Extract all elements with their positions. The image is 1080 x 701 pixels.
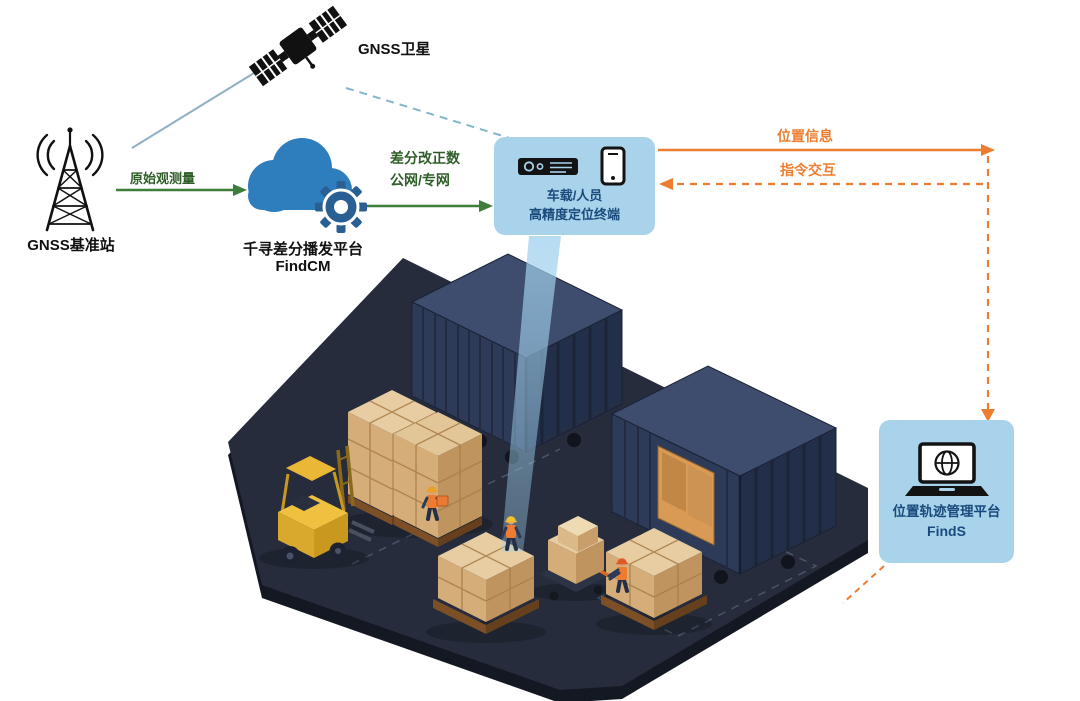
base-station-label: GNSS基准站 <box>27 237 115 254</box>
worker-1 <box>421 486 449 521</box>
satellite-label: GNSS卫星 <box>358 41 431 58</box>
worker-3 <box>607 558 629 593</box>
gear-icon <box>315 181 367 233</box>
cloud-platform-name: 千寻差分播发平台 <box>242 241 363 258</box>
pallet-right <box>601 528 707 630</box>
platform-top <box>228 258 868 690</box>
connector-command <box>659 178 983 190</box>
smartphone-icon <box>600 146 625 186</box>
management-platform-name: 位置轨迹管理平台 <box>892 503 1001 519</box>
correction-label-line1: 差分改正数 <box>390 150 460 166</box>
forklift <box>278 445 375 566</box>
satellite-icon <box>248 5 348 87</box>
link-satellite-base <box>131 61 273 149</box>
laptop-globe-icon <box>904 442 989 496</box>
vehicle-terminal-icon <box>517 158 578 176</box>
connector-position-info <box>658 144 995 422</box>
command-label: 指令交互 <box>780 162 836 178</box>
shipping-container-1 <box>410 253 624 464</box>
positioning-beam <box>501 236 561 552</box>
carton-stacks <box>347 390 483 547</box>
pallet-jack-load <box>548 516 604 584</box>
position-info-label: 位置信息 <box>777 128 833 144</box>
terminal-label-line1: 车载/人员 <box>546 188 603 204</box>
connector-correction <box>366 200 493 212</box>
management-platform-product: FindS <box>927 523 966 540</box>
link-satellite-terminal <box>345 87 517 141</box>
worker-2 <box>500 516 522 551</box>
connector-raw-observation <box>116 184 247 196</box>
terminal-label-line2: 高精度定位终端 <box>528 207 620 222</box>
correction-label-line2: 公网/专网 <box>390 172 450 188</box>
shipping-container-2 <box>610 365 838 584</box>
pallet-center <box>433 532 539 634</box>
warehouse-scene <box>228 236 868 701</box>
link-platform-scene <box>842 565 885 604</box>
radio-tower-icon <box>36 127 104 232</box>
terminal-panel: 车载/人员 高精度定位终端 <box>494 137 655 235</box>
management-platform-panel: 位置轨迹管理平台 FindS <box>879 420 1014 563</box>
raw-observation-label: 原始观测量 <box>130 171 196 186</box>
cloud-platform-product: FindCM <box>275 258 331 275</box>
cloud-gear-icon <box>248 138 367 233</box>
